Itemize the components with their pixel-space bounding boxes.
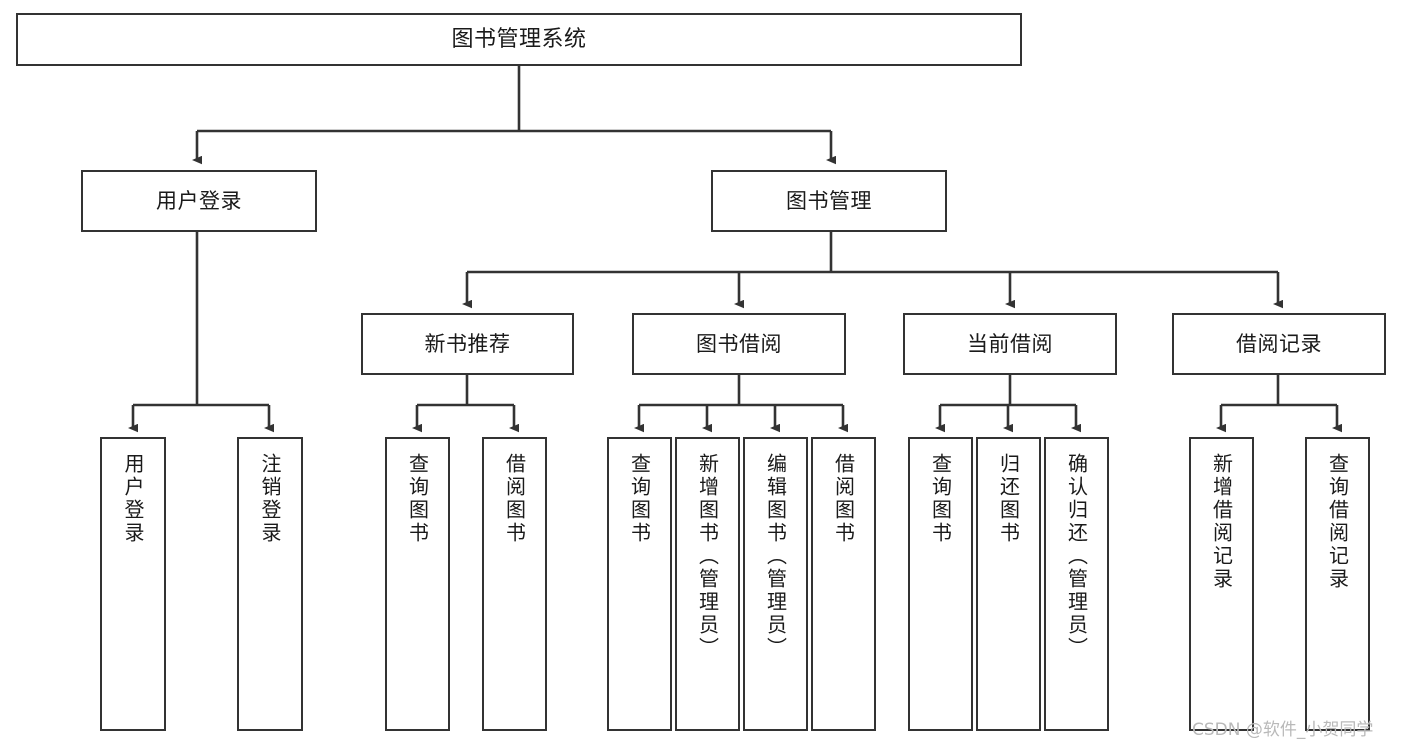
node-label: 当前借阅: [967, 331, 1053, 356]
node-leaf-add-borrow-record[interactable]: 新增借阅记录: [1189, 437, 1254, 731]
node-label: 归还图书: [996, 453, 1021, 545]
node-label: 编辑图书（管理员）: [763, 453, 788, 660]
node-label: 图书借阅: [696, 331, 782, 356]
node-label: 用户登录: [156, 188, 242, 213]
node-leaf-borrow-book[interactable]: 借阅图书: [811, 437, 876, 731]
node-label: 确认归还（管理员）: [1064, 453, 1089, 660]
node-label: 查询图书: [928, 453, 953, 545]
node-label: 用户登录: [121, 453, 145, 545]
node-leaf-query-borrow-record[interactable]: 查询借阅记录: [1305, 437, 1370, 731]
node-label: 借阅图书: [831, 453, 856, 545]
node-leaf-confirm-return-admin[interactable]: 确认归还（管理员）: [1044, 437, 1109, 731]
node-leaf-borrow-book-recommend[interactable]: 借阅图书: [482, 437, 547, 731]
node-label: 图书管理: [786, 188, 872, 213]
node-label: 借阅记录: [1236, 331, 1322, 356]
node-label: 图书管理系统: [451, 26, 587, 52]
node-current-borrow[interactable]: 当前借阅: [903, 313, 1117, 375]
node-book-management-system[interactable]: 图书管理系统: [16, 13, 1022, 66]
node-leaf-query-book-borrow[interactable]: 查询图书: [607, 437, 672, 731]
node-label: 新书推荐: [424, 331, 511, 356]
node-label: 新增图书（管理员）: [695, 453, 720, 660]
node-label: 查询图书: [405, 453, 430, 545]
node-leaf-logout-login[interactable]: 注销登录: [237, 437, 303, 731]
node-label: 注销登录: [258, 453, 282, 545]
node-user-login[interactable]: 用户登录: [81, 170, 317, 232]
node-book-management[interactable]: 图书管理: [711, 170, 947, 232]
node-leaf-query-book-current[interactable]: 查询图书: [908, 437, 973, 731]
node-borrow-record[interactable]: 借阅记录: [1172, 313, 1386, 375]
node-label: 查询图书: [627, 453, 652, 545]
node-leaf-add-book-admin[interactable]: 新增图书（管理员）: [675, 437, 740, 731]
node-leaf-query-book-recommend[interactable]: 查询图书: [385, 437, 450, 731]
node-label: 查询借阅记录: [1325, 453, 1350, 591]
node-leaf-return-book[interactable]: 归还图书: [976, 437, 1041, 731]
node-leaf-user-login[interactable]: 用户登录: [100, 437, 166, 731]
node-leaf-edit-book-admin[interactable]: 编辑图书（管理员）: [743, 437, 808, 731]
node-new-book-recommend[interactable]: 新书推荐: [361, 313, 574, 375]
csdn-watermark: CSDN @软件_小贺同学: [1192, 720, 1374, 740]
node-label: 借阅图书: [502, 453, 527, 545]
node-label: 新增借阅记录: [1209, 453, 1234, 591]
node-book-borrow[interactable]: 图书借阅: [632, 313, 846, 375]
